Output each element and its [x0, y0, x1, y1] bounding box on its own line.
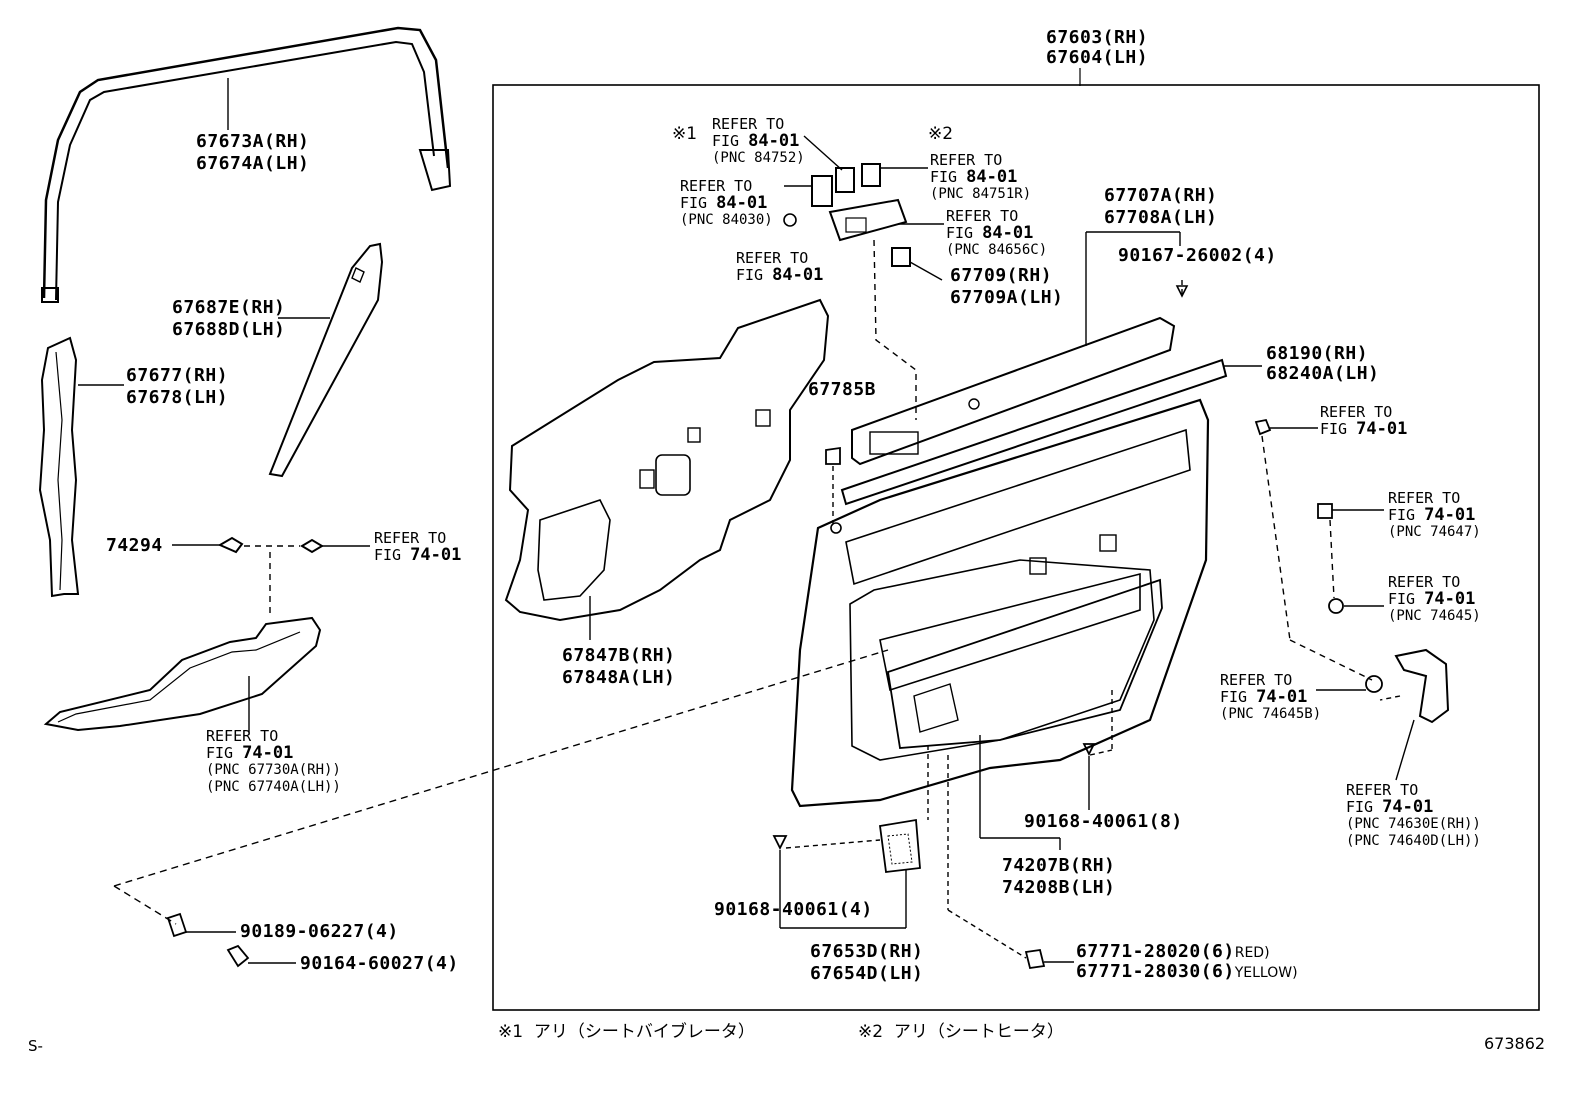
weatherstrip-arch — [41, 26, 452, 303]
ref-84656c: REFER TO FIG 84-01 (PNC 84656C) — [946, 207, 1048, 259]
ref-switch-screw: REFER TO FIG 84-01 — [736, 249, 824, 285]
label-clip-red: 67771-28020(6)RED) — [1076, 941, 1270, 962]
label-weatherstrip-rh: 67673A(RH) — [196, 131, 310, 152]
label-service-hole-rh: 67847B(RH) — [562, 645, 676, 666]
label-garnish-rh: 67687E(RH) — [172, 297, 286, 318]
footer-prefix: S- — [28, 1037, 43, 1055]
label-armrest-part: 74294 — [106, 535, 163, 556]
label-pocket-lh: 74208B(LH) — [1002, 877, 1116, 898]
label-garnish-lh: 67688D(LH) — [172, 319, 286, 340]
label-upper-panel-lh: 67708A(LH) — [1104, 207, 1218, 228]
ref-74647: REFER TO FIG 74-01 (PNC 74647) — [1388, 489, 1481, 541]
label-screw-upper: 90167-26002(4) — [1118, 245, 1277, 266]
label-cover-lh: 67709A(LH) — [950, 287, 1064, 308]
label-weatherstrip-lh: 67674A(LH) — [196, 153, 310, 174]
footer-note-1: ※1 アリ（シートバイブレータ） — [498, 1022, 755, 1042]
assembly-frame — [492, 84, 1540, 1011]
ref-pull-handle: REFER TO FIG 74-01 (PNC 74630E(RH)) (PNC… — [1346, 781, 1481, 850]
garnish-strip — [268, 242, 384, 478]
label-cushion: 67785B — [808, 379, 877, 400]
ref-clip-top: REFER TO FIG 74-01 — [1320, 403, 1408, 439]
ref-84752: REFER TO FIG 84-01 (PNC 84752) — [712, 115, 805, 167]
label-door-board-lh: 67604(LH) — [1046, 47, 1149, 68]
switch-cluster — [783, 135, 944, 420]
label-service-hole-lh: 67848A(LH) — [562, 667, 676, 688]
upper-panel — [825, 231, 1262, 524]
ref-84030: REFER TO FIG 84-01 (PNC 84030) — [680, 177, 773, 229]
label-upper-panel-rh: 67707A(RH) — [1104, 185, 1218, 206]
bottom-left-screws — [113, 649, 889, 968]
label-screw-mid: 90168-40061(8) — [1024, 811, 1183, 832]
label-screw-a: 90189-06227(4) — [240, 921, 399, 942]
label-belt-lh: 68240A(LH) — [1266, 363, 1380, 384]
label-screw-b: 90164-60027(4) — [300, 953, 459, 974]
pull-handle-group — [1254, 418, 1450, 781]
catalog-code: 673862 — [1484, 1034, 1546, 1053]
label-seal-rh: 67677(RH) — [126, 365, 229, 386]
mark-2: ※2 — [928, 124, 954, 144]
label-screw-low: 90168-40061(4) — [714, 899, 873, 920]
label-pocket-rh: 74207B(RH) — [1002, 855, 1116, 876]
label-door-board-rh: 67603(RH) — [1046, 27, 1149, 48]
label-cover-rh: 67709(RH) — [950, 265, 1053, 286]
service-hole-cover — [504, 298, 830, 640]
ref-armrest-base: REFER TO FIG 74-01 (PNC 67730A(RH)) (PNC… — [206, 727, 341, 796]
ref-84751r: REFER TO FIG 84-01 (PNC 84751R) — [930, 151, 1032, 203]
label-lamp-rh: 67653D(RH) — [810, 941, 924, 962]
label-belt-rh: 68190(RH) — [1266, 343, 1369, 364]
seal-strip — [38, 336, 124, 598]
label-seal-lh: 67678(LH) — [126, 387, 229, 408]
lower-fasteners — [772, 690, 1113, 970]
ref-74645: REFER TO FIG 74-01 (PNC 74645) — [1388, 573, 1481, 625]
armrest-base — [43, 536, 370, 732]
door-trim-panel — [790, 398, 1210, 850]
label-lamp-lh: 67654D(LH) — [810, 963, 924, 984]
label-clip-yellow: 67771-28030(6)YELLOW) — [1076, 961, 1298, 982]
footer-note-2: ※2 アリ（シートヒータ） — [858, 1022, 1064, 1042]
mark-1: ※1 — [672, 124, 698, 144]
ref-armrest-screw: REFER TO FIG 74-01 — [374, 529, 462, 565]
ref-74645b: REFER TO FIG 74-01 (PNC 74645B) — [1220, 671, 1322, 723]
